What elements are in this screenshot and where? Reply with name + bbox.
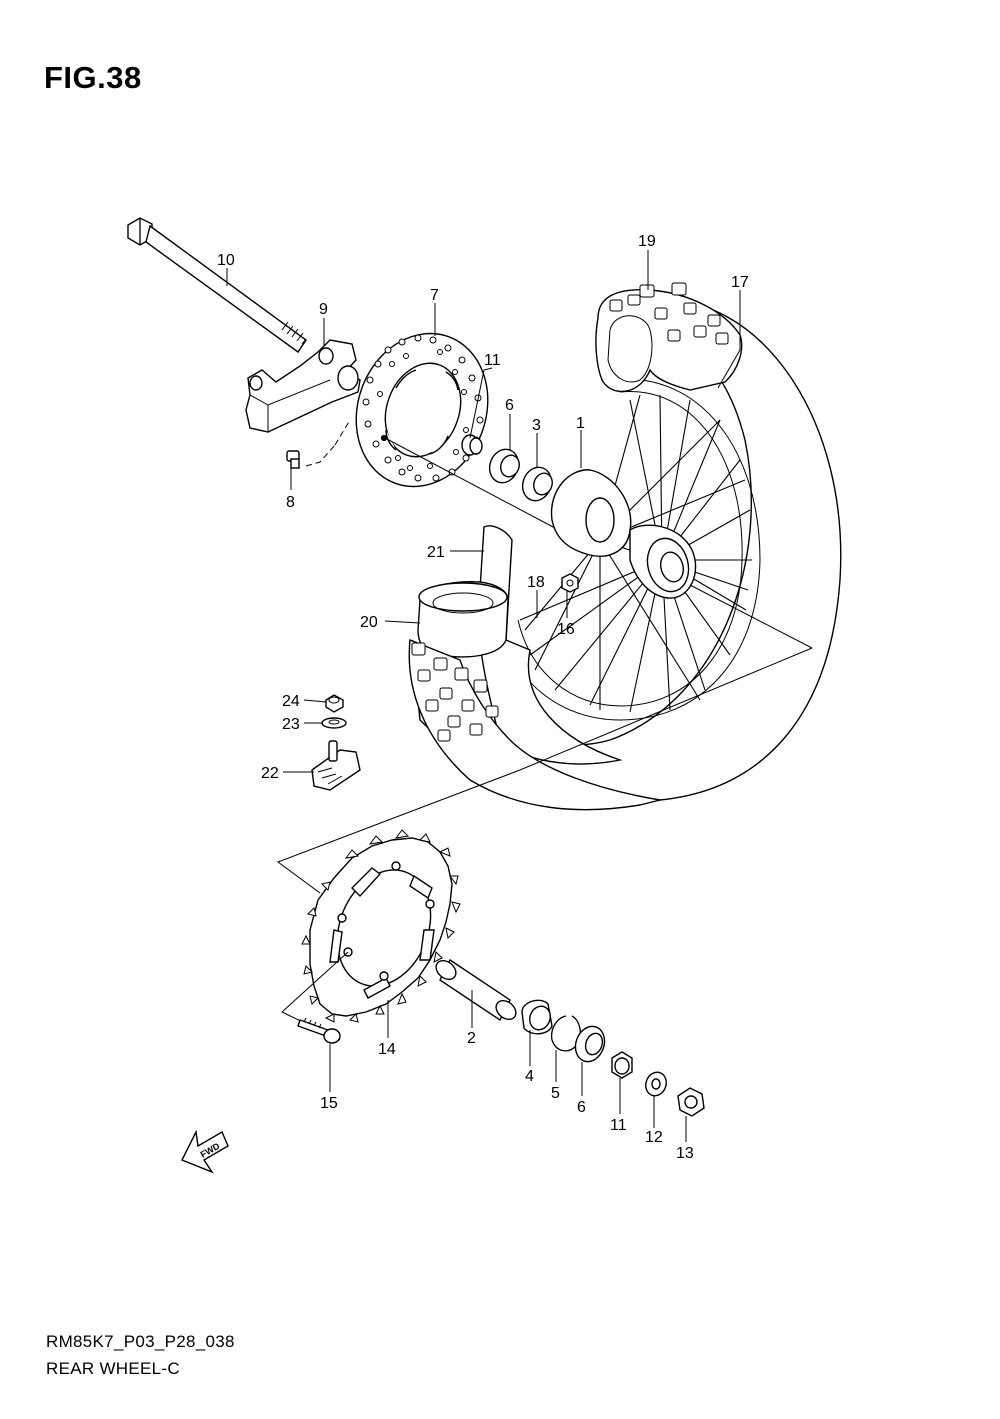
callout-5: 5 (551, 1085, 560, 1102)
hub-part (550, 469, 697, 599)
spacer-11-bottom-part (611, 1051, 633, 1079)
inner-tube-part (408, 580, 661, 811)
callout-labels: 10 9 7 11 6 3 1 8 19 17 21 18 16 20 24 2… (217, 233, 749, 1162)
leader-lines (226, 250, 741, 1142)
valve-nut-24-part (325, 694, 344, 713)
callout-6-bottom: 6 (577, 1099, 586, 1116)
callout-13: 13 (676, 1145, 694, 1162)
bearing-4-part (521, 999, 553, 1035)
callout-3: 3 (532, 417, 541, 434)
callout-14: 14 (378, 1041, 396, 1058)
nut-13-part (677, 1087, 705, 1117)
callout-11-top: 11 (484, 352, 501, 369)
nut-16-part (561, 573, 579, 593)
callout-7: 7 (430, 287, 439, 304)
callout-15: 15 (320, 1095, 338, 1112)
collar-2-part (435, 958, 517, 1022)
washer-12-part (645, 1071, 667, 1097)
callout-16: 16 (557, 621, 575, 638)
axle-part (127, 217, 307, 353)
chain-adjuster-part (245, 339, 361, 433)
callout-10: 10 (217, 252, 235, 269)
bolt-8-part (286, 419, 351, 469)
figure-title: FIG.38 (44, 60, 142, 95)
spacer-11-top-part (461, 434, 483, 456)
diagram-code: RM85K7_P03_P28_038 (46, 1332, 235, 1351)
callout-20: 20 (360, 614, 378, 631)
callout-8: 8 (286, 494, 295, 511)
bearing-3-part (521, 466, 553, 502)
bearing-6-top-part (488, 448, 520, 484)
callout-4: 4 (525, 1068, 534, 1085)
callout-11-bottom: 11 (610, 1117, 627, 1134)
callout-19: 19 (638, 233, 656, 250)
callout-12: 12 (645, 1129, 663, 1146)
callout-21: 21 (427, 544, 445, 561)
rim-band-part (477, 525, 623, 765)
diagram-name: REAR WHEEL-C (46, 1359, 180, 1378)
brake-disc-part (355, 332, 489, 488)
bolt-15-part (297, 1017, 341, 1044)
circlip-5-part (550, 1015, 582, 1052)
callout-24: 24 (282, 693, 300, 710)
callout-23: 23 (282, 716, 300, 733)
callout-18: 18 (527, 574, 545, 591)
tire-tread-top (595, 282, 743, 393)
callout-2: 2 (467, 1030, 476, 1047)
washer-23-part (321, 717, 347, 729)
callout-6-top: 6 (505, 397, 514, 414)
valve-22-part (311, 740, 361, 791)
forward-arrow-icon: FWD (181, 1129, 229, 1174)
sprocket-part (301, 829, 461, 1023)
callout-22: 22 (261, 765, 279, 782)
bearing-6-bottom-part (574, 1025, 606, 1063)
callout-9: 9 (319, 301, 328, 318)
callout-17: 17 (731, 274, 749, 291)
callout-1: 1 (576, 415, 585, 432)
